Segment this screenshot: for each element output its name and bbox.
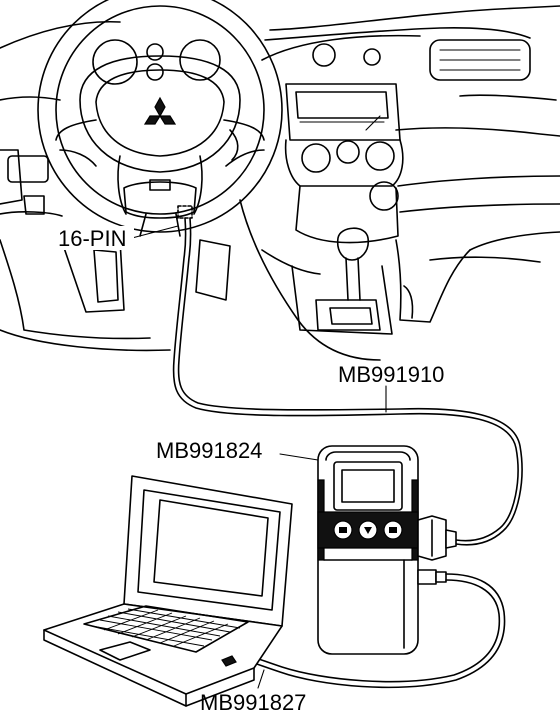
laptop-icon xyxy=(43,475,293,707)
vci-unit-icon xyxy=(317,445,457,655)
cable-usb-label: MB991827 xyxy=(200,690,306,712)
cable-mb991910 xyxy=(172,217,523,546)
leader-lines xyxy=(131,225,387,689)
connector-label: 16-PIN xyxy=(58,226,126,251)
dashboard xyxy=(0,5,560,361)
steering-wheel xyxy=(37,0,283,237)
cable-main-label: MB991910 xyxy=(338,362,444,387)
mitsubishi-emblem-icon xyxy=(143,96,177,125)
interface-unit-label: MB991824 xyxy=(156,438,262,463)
